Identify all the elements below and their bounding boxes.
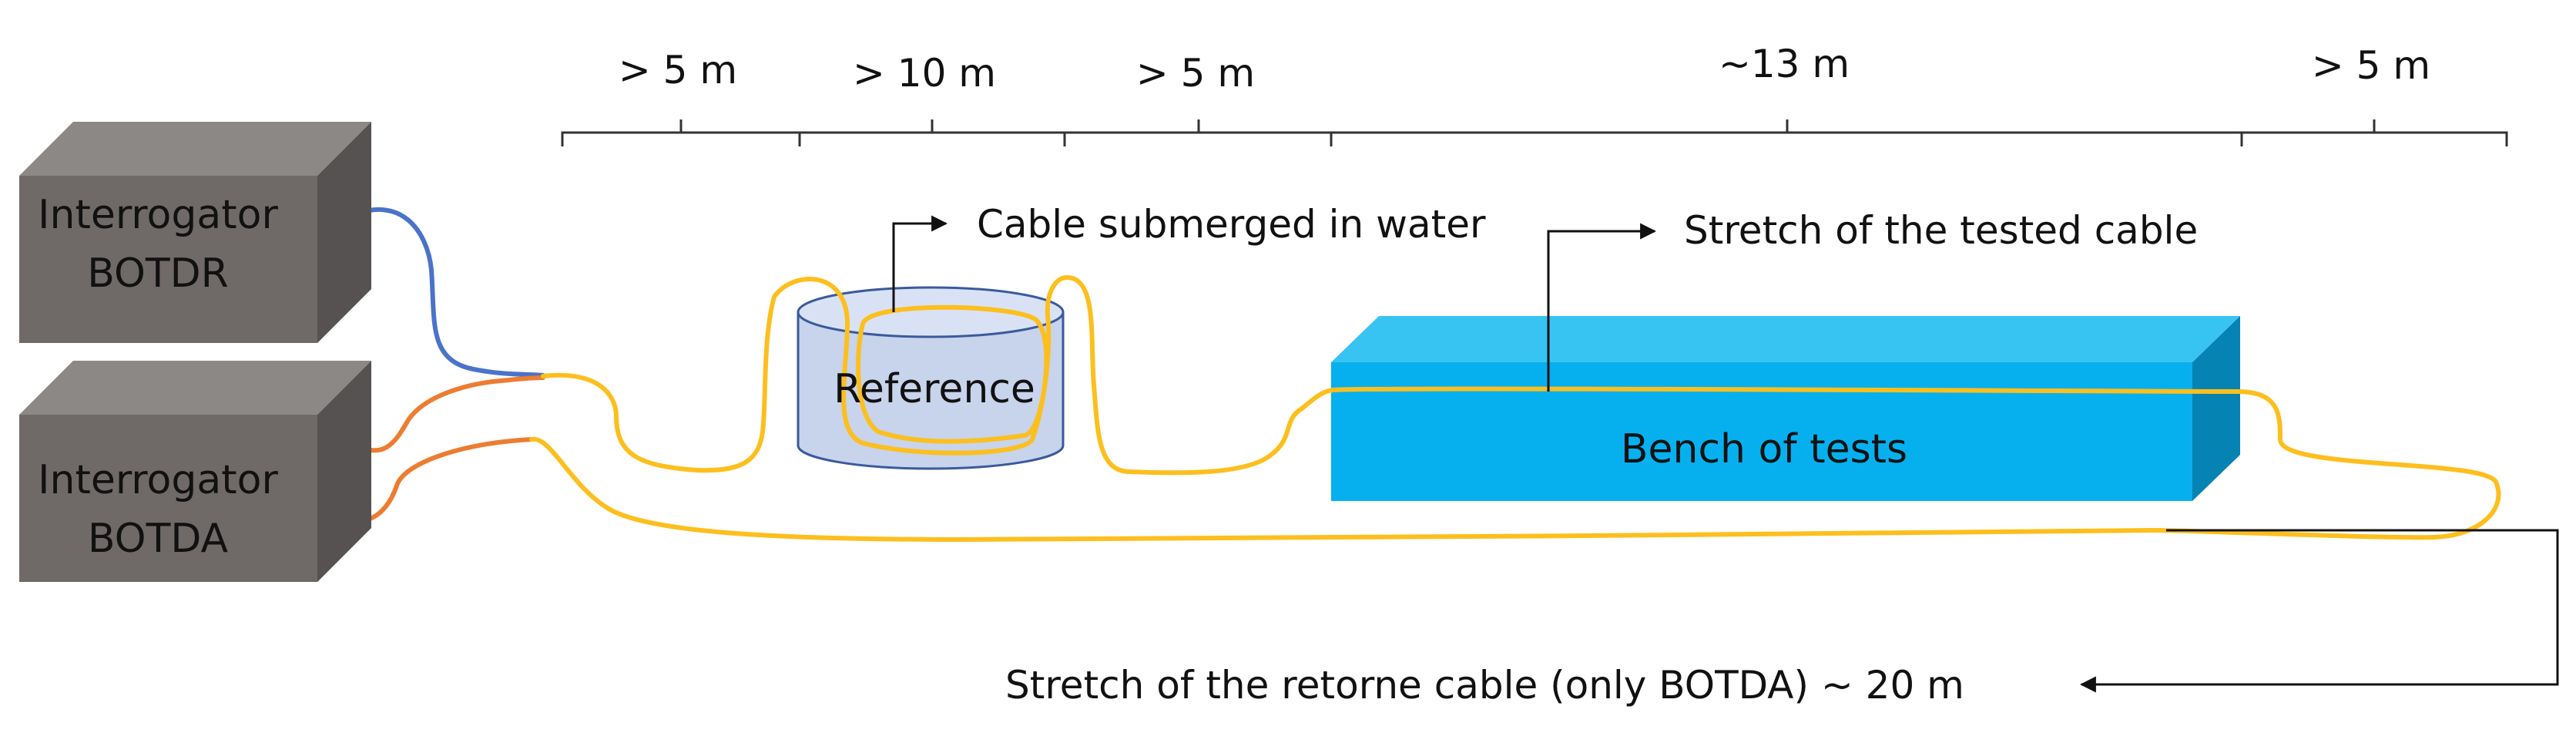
bucket-body bbox=[797, 312, 1065, 470]
orange-cable-upper bbox=[351, 375, 545, 453]
botda-front bbox=[19, 415, 317, 582]
bracket-icon bbox=[1330, 119, 2243, 146]
arrow-icon bbox=[1547, 223, 1657, 392]
bench-side bbox=[2192, 316, 2240, 501]
botda-side bbox=[317, 361, 371, 582]
segment-bracket-1: > 5 m bbox=[561, 48, 801, 146]
bench-top bbox=[1331, 316, 2240, 362]
segment-bracket-5: > 5 m bbox=[2240, 43, 2508, 146]
segment-bracket-2: > 10 m bbox=[798, 51, 1066, 146]
submerged-annotation: Cable submerged in water bbox=[977, 202, 1486, 247]
botda-label-line2: BOTDA bbox=[88, 516, 229, 562]
segment-label-1: > 5 m bbox=[619, 48, 737, 92]
tested-annotation: Stretch of the tested cable bbox=[1684, 208, 2198, 253]
test-bench-icon: Bench of tests bbox=[1331, 316, 2240, 501]
botdr-label-line1: Interrogator bbox=[38, 192, 278, 238]
botdr-side bbox=[317, 122, 371, 343]
blue-cable bbox=[346, 207, 545, 378]
interrogator-botda: Interrogator BOTDA bbox=[19, 361, 371, 582]
botdr-label-line2: BOTDR bbox=[87, 250, 229, 297]
arrow-icon bbox=[2079, 529, 2559, 693]
bracket-icon bbox=[2240, 119, 2508, 146]
segment-bracket-3: > 5 m bbox=[1063, 51, 1333, 146]
segment-label-2: > 10 m bbox=[853, 51, 996, 96]
botda-top bbox=[19, 361, 371, 415]
return-annotation: Stretch of the retorne cable (only BOTDA… bbox=[1005, 663, 1964, 708]
bracket-icon bbox=[1063, 119, 1333, 146]
botda-label-line1: Interrogator bbox=[38, 457, 278, 503]
bracket-icon bbox=[561, 119, 801, 146]
yellow-cable-main bbox=[529, 275, 2501, 542]
interrogator-botdr: Interrogator BOTDR bbox=[19, 122, 371, 343]
botdr-front bbox=[19, 176, 317, 343]
interrogator-box-icon bbox=[19, 361, 371, 582]
reference-label: Reference bbox=[834, 366, 1035, 412]
bench-front bbox=[1331, 362, 2192, 501]
botdr-top bbox=[19, 122, 371, 176]
interrogator-box-icon bbox=[19, 122, 371, 343]
arrow-icon bbox=[892, 215, 948, 312]
segment-label-3: > 5 m bbox=[1136, 51, 1255, 96]
segment-label-5: > 5 m bbox=[2312, 43, 2430, 88]
bench-label: Bench of tests bbox=[1621, 426, 1907, 472]
segment-label-4: ~13 m bbox=[1719, 42, 1850, 86]
segment-bracket-4: ~13 m bbox=[1330, 42, 2243, 146]
bracket-icon bbox=[798, 119, 1066, 146]
